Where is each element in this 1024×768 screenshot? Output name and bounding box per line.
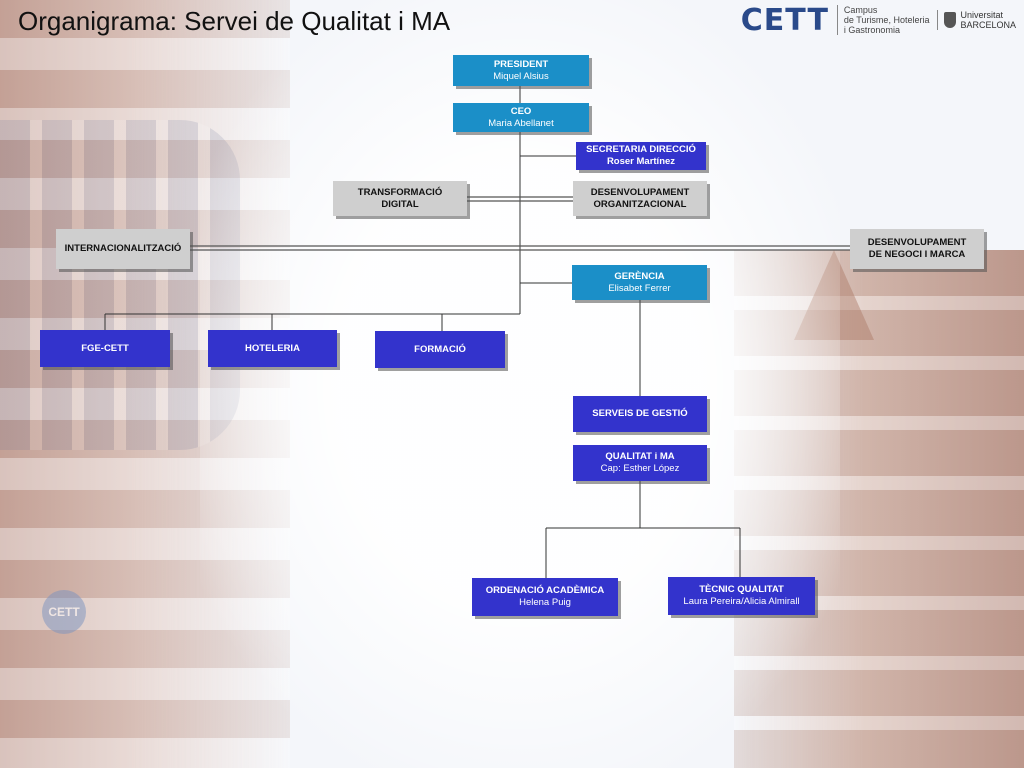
node-hoteleria: HOTELERIA [208, 330, 337, 367]
desenvolupament-org-line2: ORGANITZACIONAL [593, 198, 687, 210]
cett-logo-text: Campus de Turisme, Hoteleria i Gastronom… [836, 5, 930, 35]
node-fge-cett: FGE-CETT [40, 330, 170, 367]
node-secretaria-direccio: SECRETARIA DIRECCIÓ Roser Martínez [576, 142, 706, 170]
node-gerencia: GERÈNCIA Elisabet Ferrer [572, 265, 707, 300]
internacionalitzacio-title: INTERNACIONALITZACIÓ [64, 243, 182, 254]
node-internacionalitzacio: INTERNACIONALITZACIÓ [56, 229, 190, 269]
page-title: Organigrama: Servei de Qualitat i MA [18, 6, 451, 36]
gerencia-title: GERÈNCIA [614, 270, 665, 282]
transformacio-line1: TRANSFORMACIÓ [357, 186, 443, 198]
gerencia-name: Elisabet Ferrer [608, 282, 671, 294]
node-qualitat-ma: QUALITAT i MA Cap: Esther López [573, 445, 707, 481]
node-ceo: CEO Maria Abellanet [453, 103, 589, 132]
ceo-title: CEO [510, 105, 532, 117]
node-tecnic-qualitat: TÈCNIC QUALITAT Laura Pereira/Alicia Alm… [668, 577, 815, 615]
ceo-name: Maria Abellanet [488, 117, 554, 129]
desenvolupament-org-line1: DESENVOLUPAMENT [590, 186, 690, 198]
president-title: PRESIDENT [493, 58, 549, 70]
serveis-title: SERVEIS DE GESTIÓ [592, 408, 688, 419]
tecnic-name: Laura Pereira/Alicia Almirall [683, 596, 800, 607]
node-formacio: FORMACIÓ [375, 331, 505, 368]
cett-line-2: de Turisme, Hoteleria [843, 15, 930, 25]
cett-line-3: i Gastronomia [843, 25, 900, 35]
fge-title: FGE-CETT [81, 342, 129, 354]
president-name: Miquel Alsius [493, 70, 549, 82]
header-logos: CETT Campus de Turisme, Hoteleria i Gast… [740, 2, 1016, 38]
qualitat-name: Cap: Esther López [600, 463, 680, 474]
node-desenvolupament-negoci: DESENVOLUPAMENT DE NEGOCI I MARCA [850, 229, 984, 269]
building-cett-sign: CETT [42, 590, 86, 634]
transformacio-line2: DIGITAL [381, 198, 419, 210]
node-serveis-gestio: SERVEIS DE GESTIÓ [573, 396, 707, 432]
hoteleria-title: HOTELERIA [245, 342, 300, 354]
secretaria-title: SECRETARIA DIRECCIÓ [586, 144, 696, 155]
node-transformacio-digital: TRANSFORMACIÓ DIGITAL [333, 181, 467, 216]
university-shield-icon [944, 12, 957, 28]
secretaria-name: Roser Martínez [606, 156, 676, 167]
ordenacio-name: Helena Puig [519, 597, 571, 608]
university-line-1: Universitat [960, 10, 1003, 20]
node-ordenacio-academica: ORDENACIÓ ACADÈMICA Helena Puig [472, 578, 618, 616]
cett-line-1: Campus [843, 5, 878, 15]
ordenacio-title: ORDENACIÓ ACADÈMICA [485, 585, 605, 596]
tecnic-title: TÈCNIC QUALITAT [699, 584, 784, 595]
node-president: PRESIDENT Miquel Alsius [453, 55, 589, 86]
desenvolupament-negoci-line2: DE NEGOCI I MARCA [868, 249, 966, 260]
university-line-2: BARCELONA [960, 20, 1016, 30]
node-desenvolupament-organitzacional: DESENVOLUPAMENT ORGANITZACIONAL [573, 181, 707, 216]
formacio-title: FORMACIÓ [414, 343, 466, 355]
desenvolupament-negoci-line1: DESENVOLUPAMENT [867, 237, 967, 248]
qualitat-title: QUALITAT i MA [605, 451, 675, 462]
university-logo: Universitat BARCELONA [937, 10, 1016, 30]
cett-logo: CETT [740, 2, 829, 38]
